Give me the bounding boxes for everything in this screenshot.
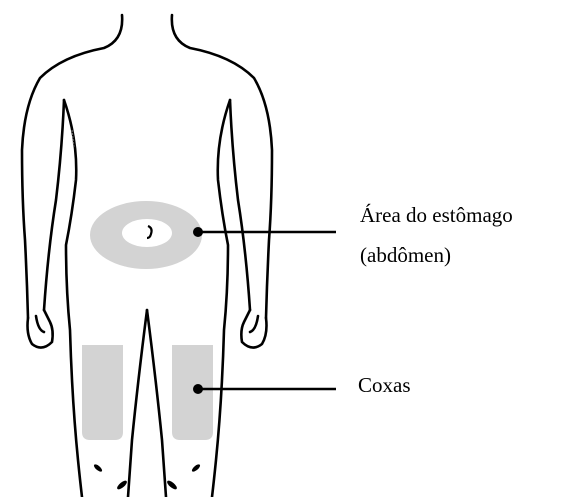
stomach-leader-dot xyxy=(193,227,203,237)
left-thigh-injection-zone xyxy=(82,345,123,440)
left-inner-leg-outline xyxy=(128,310,147,497)
navel-icon xyxy=(147,226,152,238)
left-thumb-outline xyxy=(36,316,44,332)
right-knee-mark-outer xyxy=(191,463,201,473)
right-thumb-outline xyxy=(250,316,258,332)
right-torso-leg-outline xyxy=(212,100,230,497)
left-knee-mark-inner xyxy=(116,479,128,491)
left-torso-leg-outline xyxy=(64,100,82,497)
right-inner-leg-outline xyxy=(147,310,166,497)
right-knee-mark-inner xyxy=(166,479,178,491)
left-shoulder-arm-outline xyxy=(22,15,122,318)
left-inner-arm-outline xyxy=(44,100,64,310)
leader-lines xyxy=(193,227,336,394)
right-thigh-injection-zone xyxy=(172,345,213,440)
right-shoulder-arm-outline xyxy=(172,15,272,318)
thigh-leader-dot xyxy=(193,384,203,394)
right-inner-arm-outline xyxy=(230,100,250,310)
abdomen-injection-zone xyxy=(90,201,202,269)
thighs-label: Coxas xyxy=(358,373,411,397)
stomach-area-label: Área do estômago xyxy=(360,203,513,227)
left-knee-mark-outer xyxy=(93,463,103,473)
abdomen-label: (abdômen) xyxy=(360,243,451,267)
